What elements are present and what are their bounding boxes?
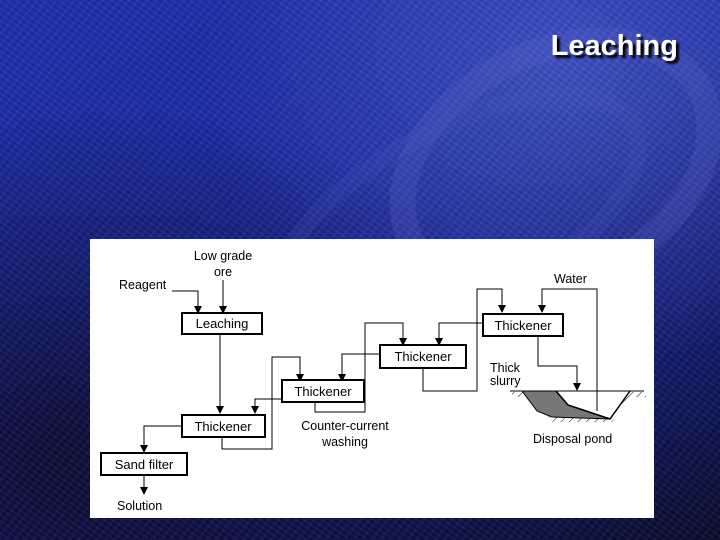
flow-diagram-panel: Leaching Thickener Thickener Thickener T…	[90, 239, 654, 518]
underflow-1-arrow	[221, 356, 304, 450]
water-line	[566, 288, 598, 411]
thickener-to-sandfilter-arrow	[140, 425, 182, 453]
thick-slurry-label-line2: slurry	[490, 374, 521, 388]
thickener-box-4: Thickener	[482, 313, 564, 337]
overflow-2-arrow	[251, 398, 282, 414]
thickener-box-4-label: Thickener	[494, 318, 552, 333]
overflow-3-arrow	[338, 353, 380, 382]
slide-title: Leaching	[550, 30, 678, 62]
disposal-pond-label: Disposal pond	[533, 432, 612, 446]
thickener-box-1: Thickener	[181, 414, 266, 438]
underflow-3-arrow	[422, 288, 506, 392]
sand-filter-box-label: Sand filter	[115, 457, 174, 472]
diagram-labels: Low grade ore Reagent Water Thick slurry…	[117, 249, 612, 513]
underflow-2-arrow	[314, 322, 407, 413]
water-label: Water	[554, 272, 587, 286]
thickener-box-2: Thickener	[281, 379, 365, 403]
counter-current-label-line2: washing	[321, 435, 368, 449]
thickener-box-3-label: Thickener	[394, 349, 452, 364]
thickener-box-2-label: Thickener	[294, 384, 352, 399]
flow-connectors	[140, 280, 598, 495]
overflow-4-arrow	[435, 322, 483, 346]
reagent-arrow	[172, 290, 202, 314]
sand-filter-box: Sand filter	[100, 452, 188, 476]
leaching-flow-diagram: Leaching Thickener Thickener Thickener T…	[100, 249, 646, 513]
counter-current-label-line1: Counter-current	[301, 419, 389, 433]
low-grade-ore-label-line2: ore	[214, 265, 232, 279]
thickener-box-1-label: Thickener	[194, 419, 252, 434]
leaching-box-label: Leaching	[196, 316, 249, 331]
thick-slurry-arrow	[537, 336, 581, 391]
low-grade-ore-label-line1: Low grade	[194, 249, 252, 263]
thickener-box-3: Thickener	[379, 344, 467, 369]
disposal-pond	[510, 390, 646, 422]
solution-label: Solution	[117, 499, 162, 513]
thick-slurry-label-line1: Thick	[490, 361, 521, 375]
leaching-box: Leaching	[181, 312, 263, 335]
reagent-label: Reagent	[119, 278, 167, 292]
water-arrow	[538, 288, 566, 313]
